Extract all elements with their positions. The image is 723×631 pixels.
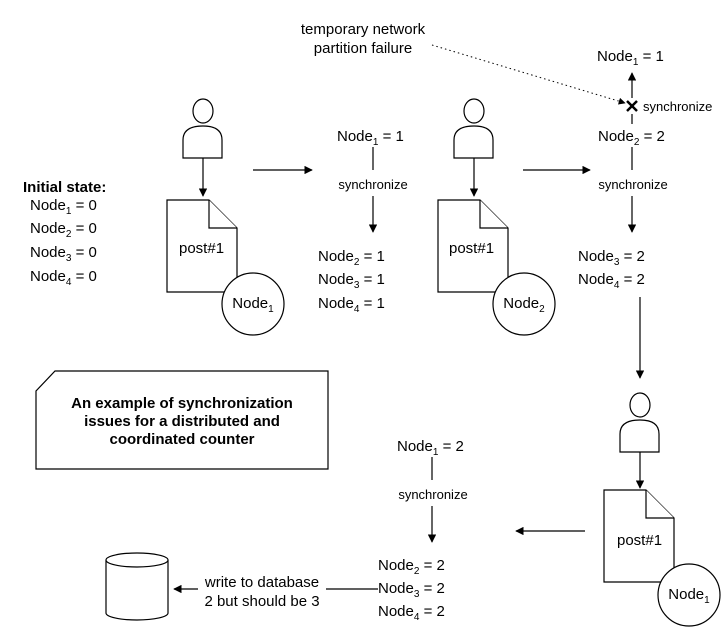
group1-node3: Node3 = 1 — [318, 271, 385, 291]
initial-node-2: Node2 = 0 — [30, 220, 97, 240]
document-label: post#1 — [179, 240, 224, 257]
initial-node-1: Node1 = 0 — [30, 197, 97, 217]
group3-sync-label: synchronize — [398, 487, 467, 502]
initial-node-3: Node3 = 0 — [30, 244, 97, 264]
failure-note-line-1: temporary network — [301, 21, 426, 38]
title-line-1: An example of synchronization — [71, 395, 293, 412]
database-icon — [105, 552, 169, 621]
document-icon — [437, 199, 509, 293]
document-label: post#1 — [617, 532, 662, 549]
failure-x-icon — [626, 100, 638, 112]
title-line-3: coordinated counter — [109, 431, 254, 448]
user-icon — [619, 392, 660, 453]
node-badge-circle — [492, 272, 556, 336]
group2-node4: Node4 = 2 — [578, 271, 645, 291]
initial-state-label: Initial state: — [23, 179, 106, 196]
db-label-line-1: write to database — [204, 574, 319, 591]
group1-node4: Node4 = 1 — [318, 295, 385, 315]
document-icon — [603, 489, 675, 583]
user-icon — [182, 98, 223, 159]
db-label-bg — [198, 572, 326, 610]
node-badge-label: Node1 — [668, 586, 710, 606]
group1-node1: Node1 = 1 — [337, 128, 404, 148]
group2-node2: Node2 = 2 — [598, 128, 665, 148]
node-badge-label: Node2 — [503, 295, 545, 315]
db-label-line-2: 2 but should be 3 — [204, 593, 319, 610]
group3-node4: Node4 = 2 — [378, 603, 445, 623]
node-badge-circle — [221, 272, 285, 336]
node-badge-circle — [657, 563, 721, 627]
document-icon — [166, 199, 238, 293]
failure-dotted-pointer — [431, 44, 626, 105]
document-label: post#1 — [449, 240, 494, 257]
group3-node1: Node1 = 2 — [397, 438, 464, 458]
group3-node3: Node3 = 2 — [378, 580, 445, 600]
group1-sync-label: synchronize — [338, 177, 407, 192]
node-badge-label: Node1 — [232, 295, 274, 315]
user-icon — [453, 98, 494, 159]
group2-node3: Node3 = 2 — [578, 248, 645, 268]
group2-failed-node1: Node1 = 1 — [597, 48, 664, 68]
group2-sync-label: synchronize — [598, 177, 667, 192]
failure-note-line-2: partition failure — [314, 40, 412, 57]
title-note-box — [35, 370, 329, 470]
initial-node-4: Node4 = 0 — [30, 268, 97, 288]
group3-node2: Node2 = 2 — [378, 557, 445, 577]
group2-failed-sync-label: synchronize — [643, 99, 712, 114]
title-line-2: issues for a distributed and — [84, 413, 280, 430]
group1-node2: Node2 = 1 — [318, 248, 385, 268]
